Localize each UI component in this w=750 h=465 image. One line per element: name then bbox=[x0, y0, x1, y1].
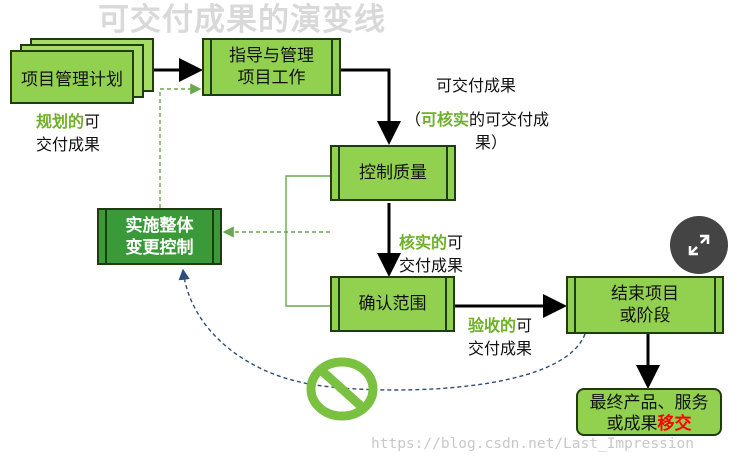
label-verified-rest: 的可交付成 bbox=[469, 110, 550, 129]
node-plan-label: 项目管理计划 bbox=[21, 69, 123, 90]
label-accepted-suffix: 可 bbox=[516, 316, 533, 335]
node-final-transfer-highlight: 移交 bbox=[657, 414, 692, 434]
node-control-quality: 控制质量 bbox=[330, 145, 456, 201]
label-planned-line2: 交付成果 bbox=[36, 135, 101, 154]
expand-button[interactable] bbox=[670, 216, 728, 274]
node-direct-line1: 指导与管理 bbox=[229, 46, 314, 66]
label-deliverables: 可交付成果 bbox=[436, 76, 517, 95]
line-quality-feedback bbox=[285, 175, 330, 232]
node-change-line2: 变更控制 bbox=[125, 237, 194, 258]
watermark: https://blog.csdn.net/Last_Impression bbox=[371, 436, 695, 452]
line-validate-feedback bbox=[285, 232, 330, 307]
node-change-control: 实施整体 变更控制 bbox=[97, 208, 222, 265]
node-plan: 项目管理计划 bbox=[10, 50, 134, 104]
node-direct-line2: 项目工作 bbox=[237, 68, 306, 88]
node-final-line1: 最终产品、服务 bbox=[589, 393, 709, 413]
label-planned-bold: 规划的 bbox=[36, 112, 85, 131]
node-final-line2a: 或成果 bbox=[606, 414, 658, 434]
node-change-line1: 实施整体 bbox=[125, 215, 194, 236]
arrow-change-to-direct bbox=[159, 83, 202, 208]
label-verified-deliverables: （可核实的可交付成 果） bbox=[405, 108, 549, 154]
label-checked-bold: 核实的 bbox=[399, 233, 448, 252]
label-checked-line2: 交付成果 bbox=[399, 256, 464, 275]
label-accepted-line2: 交付成果 bbox=[468, 339, 533, 358]
label-accepted-bold: 验收的 bbox=[468, 316, 517, 335]
label-accepted-deliverables: 验收的可 交付成果 bbox=[468, 314, 532, 360]
node-close-line1: 结束项目 bbox=[611, 284, 679, 304]
label-verified-line2: 果） bbox=[475, 133, 508, 152]
diagram-title: 可交付成果的演变线 bbox=[98, 2, 386, 38]
node-validate-label: 确认范围 bbox=[358, 294, 427, 314]
label-planned-deliverables: 规划的可 交付成果 bbox=[36, 110, 100, 156]
prohibit-icon bbox=[306, 357, 378, 421]
node-validate-scope: 确认范围 bbox=[330, 276, 455, 332]
label-checked-deliverables: 核实的可 交付成果 bbox=[399, 231, 463, 277]
label-checked-suffix: 可 bbox=[447, 233, 464, 252]
node-close-line2: 或阶段 bbox=[619, 306, 671, 326]
node-control-quality-label: 控制质量 bbox=[359, 163, 427, 183]
node-direct-manage: 指导与管理 项目工作 bbox=[202, 38, 341, 96]
arrow-direct-to-quality bbox=[341, 68, 401, 145]
node-close-project: 结束项目 或阶段 bbox=[566, 276, 724, 334]
expand-icon bbox=[688, 234, 710, 256]
node-final-transfer: 最终产品、服务 或成果移交 bbox=[576, 388, 722, 436]
label-verified-open: （ bbox=[405, 110, 422, 129]
label-planned-suffix: 可 bbox=[84, 112, 101, 131]
label-verified-bold: 可核实 bbox=[421, 110, 470, 129]
